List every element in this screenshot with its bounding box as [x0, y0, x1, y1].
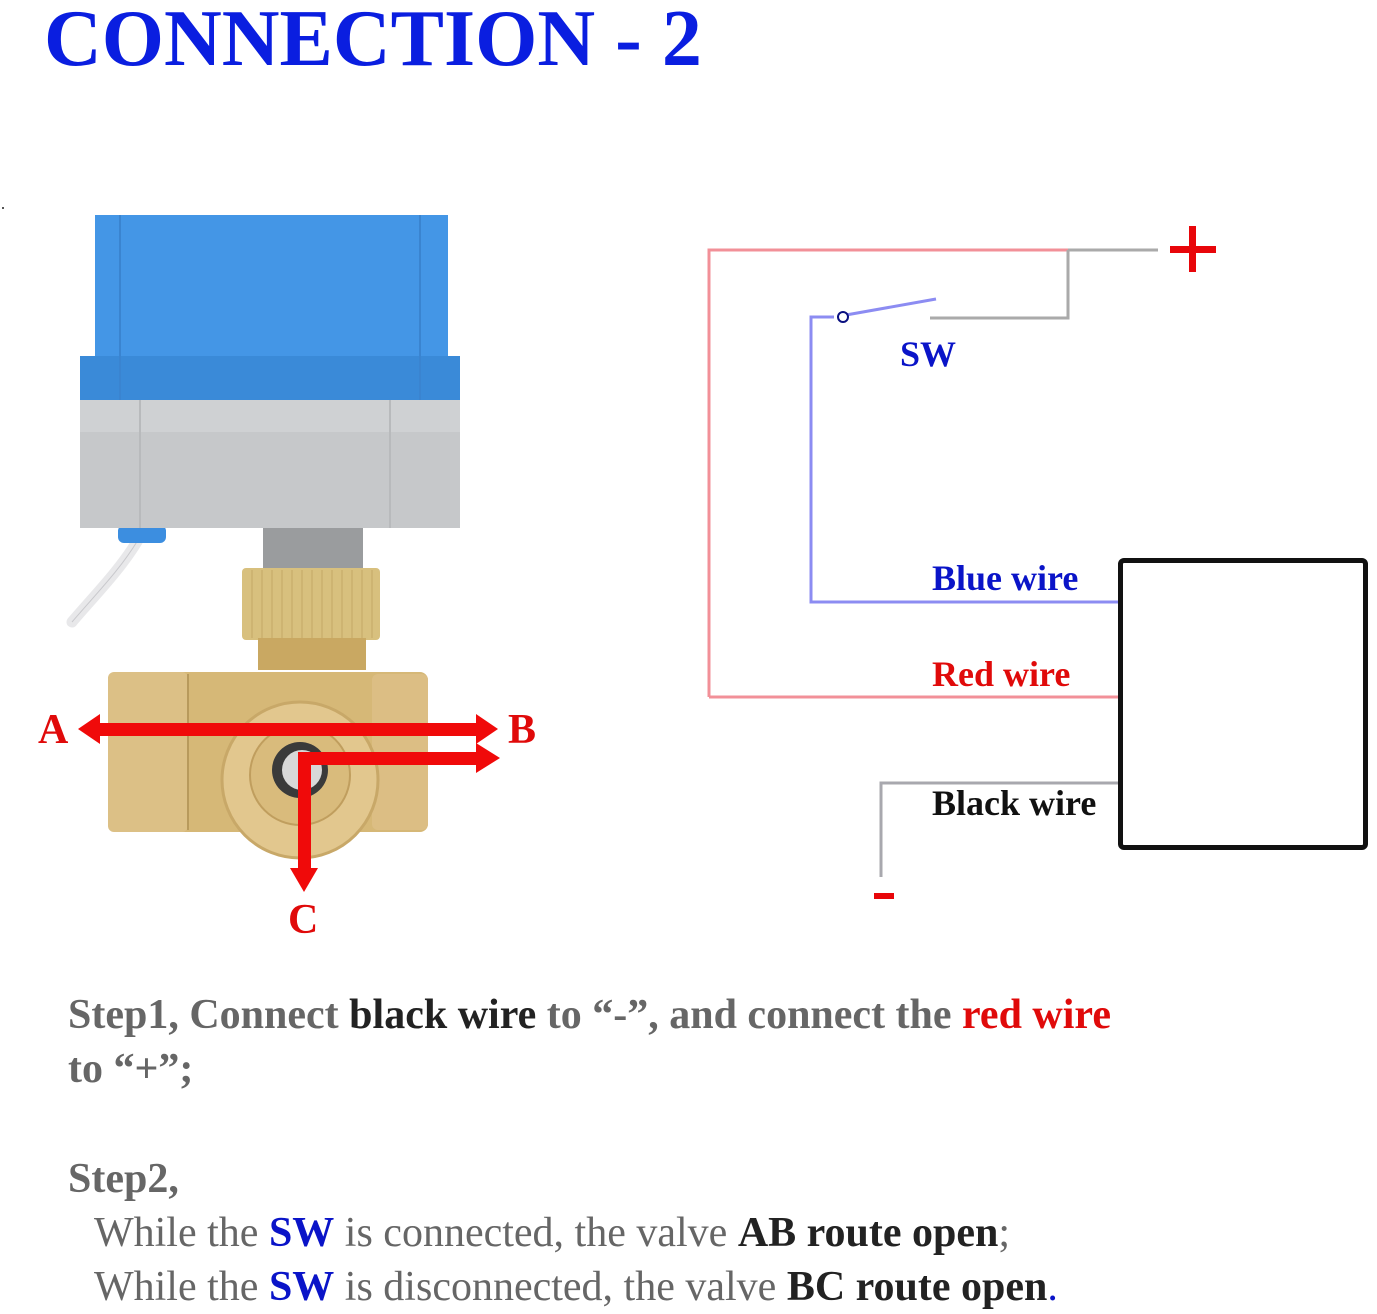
plus-terminal-icon [1170, 224, 1222, 276]
step2-line2-end: . [1047, 1264, 1058, 1310]
actuator-inset-frame [1118, 558, 1368, 850]
step1-mid: to “-”, and connect the [536, 992, 963, 1038]
brass-nut [242, 568, 380, 640]
step2-line1-sw: SW [268, 1210, 335, 1256]
step2-line2-sw: SW [268, 1264, 335, 1310]
stray-dot [2, 207, 4, 209]
step2-line2-route: BC route open [786, 1264, 1048, 1310]
step2-line1-end: ; [998, 1210, 1011, 1256]
port-label-b: B [508, 707, 537, 753]
actuator-cable [66, 534, 144, 628]
page-title: CONNECTION - 2 [44, 0, 702, 83]
blue-wire-line [809, 297, 1118, 604]
blue-wire-label: Blue wire [932, 558, 1079, 598]
step2-instructions: Step2, While the SW is connected, the va… [68, 1152, 1058, 1314]
flow-arrow-bc [290, 743, 500, 892]
step2-line1-pre: While the [94, 1210, 269, 1256]
step2-line2: While the SW is disconnected, the valve … [68, 1260, 1058, 1314]
red-wire-line [707, 248, 1120, 699]
step2-line1-mid: is connected, the valve [334, 1210, 738, 1256]
step1-black-wire: black wire [349, 992, 537, 1038]
black-wire-line [879, 781, 1120, 877]
switch-pivot-icon [837, 311, 849, 323]
valve-illustration [66, 215, 500, 892]
switch-label: SW [900, 334, 957, 374]
step2-line2-mid: is disconnected, the valve [334, 1264, 787, 1310]
step1-line1: Step1, Connect black wire to “-”, and co… [68, 988, 1358, 1042]
black-wire-label: Black wire [932, 783, 1097, 823]
flow-arrow-ab [78, 714, 498, 744]
step2-heading: Step2, [68, 1156, 179, 1202]
step1-red-wire: red wire [962, 992, 1111, 1038]
step1-instructions: Step1, Connect black wire to “-”, and co… [68, 988, 1358, 1096]
plus-terminal-line [930, 248, 1158, 320]
red-wire-label: Red wire [932, 654, 1071, 694]
step2-line1-route: AB route open [737, 1210, 999, 1256]
step2-line1: While the SW is connected, the valve AB … [68, 1206, 1058, 1260]
port-label-a: A [38, 707, 69, 753]
minus-terminal-icon [874, 893, 894, 899]
step1-prefix: Step1, Connect [68, 992, 350, 1038]
step1-line2: to “+”; [68, 1046, 194, 1092]
step2-line2-pre: While the [94, 1264, 269, 1310]
port-label-c: C [288, 897, 319, 943]
actuator-stem [263, 528, 363, 572]
cable-gland [118, 525, 166, 543]
